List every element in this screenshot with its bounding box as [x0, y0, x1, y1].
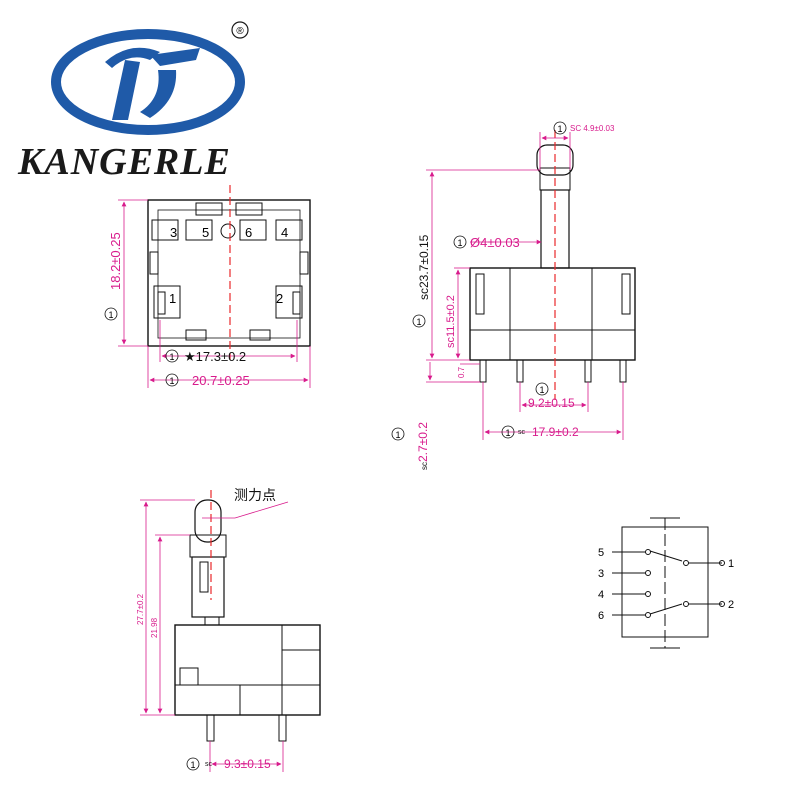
dim-width: 20.7±0.25: [192, 373, 250, 388]
pin-label-6: 6: [245, 225, 252, 240]
marker-top: 1: [557, 124, 562, 134]
dim-height: 18.2±0.25: [108, 232, 123, 290]
sc-pin: sc: [420, 462, 429, 470]
dim-front-body: 21.98: [150, 617, 159, 638]
pin-label-1: 1: [169, 291, 176, 306]
switch-schematic: 5 3 4 6 1 2: [598, 517, 734, 649]
marker-inner-pitch: 1: [539, 385, 544, 395]
marker-front-pitch: 1: [190, 760, 195, 770]
dim-body-height: sc11.5±0.2: [445, 295, 457, 348]
terminal-5: 5: [598, 547, 604, 559]
terminal-2: 2: [728, 599, 734, 611]
marker-width: 1: [169, 376, 174, 386]
dim-outer-pitch: 17.9±0.2: [532, 425, 579, 439]
marker-pitch: 1: [169, 352, 174, 362]
registered-mark: ®: [236, 26, 244, 37]
marker-height: 1: [108, 310, 113, 320]
pin-label-4: 4: [281, 225, 288, 240]
force-point-label: 测力点: [234, 488, 276, 504]
kangerle-logo: ®: [51, 21, 249, 135]
dim-pin-length: 2.7±0.2: [416, 422, 430, 462]
marker-pin: 1: [395, 430, 400, 440]
top-view: 3 5 6 4 1 2 18.2±0.25 1 1 ★17.3±0.2: [104, 185, 311, 388]
marker-total: 1: [416, 317, 421, 327]
dim-front-pitch: 9.3±0.15: [224, 757, 271, 771]
terminal-3: 3: [598, 568, 604, 580]
dim-small: 0.7: [457, 366, 466, 378]
dim-pitch: ★17.3±0.2: [184, 349, 246, 364]
marker-outer-pitch: 1: [505, 428, 510, 438]
terminal-4: 4: [598, 589, 604, 601]
dim-top: SC 4.9±0.03: [570, 124, 615, 133]
dim-inner-pitch: 9.2±0.15: [528, 396, 575, 410]
front-view: 测力点 27.7±0.2 21.98 1 sc 9.3±0.15: [136, 488, 321, 772]
pin-label-3: 3: [170, 225, 177, 240]
sc-front: sc: [205, 761, 213, 768]
pin-label-5: 5: [202, 225, 209, 240]
terminal-1: 1: [728, 558, 734, 570]
dim-dia: Ø4±0.03: [470, 235, 520, 250]
dim-total-height: sc23.7±0.15: [417, 234, 431, 300]
terminal-6: 6: [598, 610, 604, 622]
side-view: 1 SC 4.9±0.03 1 Ø4±0.03 sc23.7±0.15 1 sc…: [391, 121, 636, 470]
pin-label-2: 2: [276, 291, 283, 306]
marker-dia: 1: [457, 238, 462, 248]
brand-name: KANGERLE: [18, 141, 231, 183]
sc-outer: sc: [518, 429, 526, 436]
dim-front-total: 27.7±0.2: [136, 593, 145, 625]
